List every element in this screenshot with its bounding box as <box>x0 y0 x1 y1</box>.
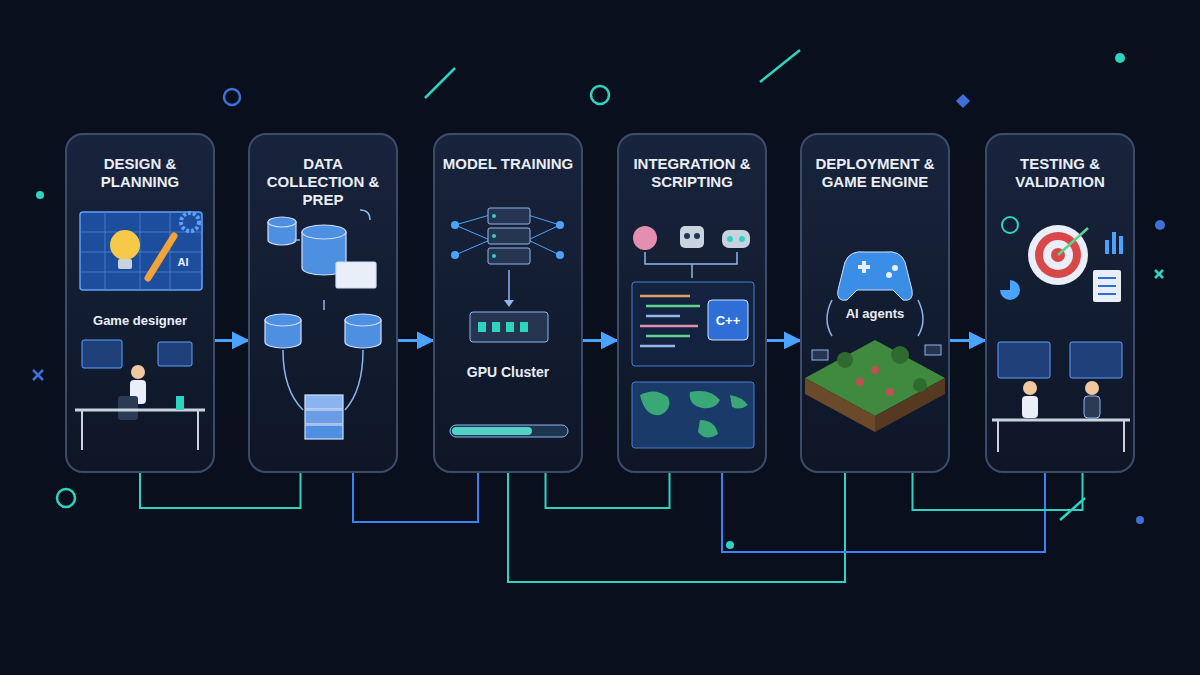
flow-arrow <box>583 339 617 342</box>
picture-label: AI agents <box>846 306 905 321</box>
flow-arrow <box>767 339 800 342</box>
training-illustration <box>450 208 568 437</box>
feedback-line <box>546 473 670 508</box>
deployment-illustration <box>805 252 945 432</box>
picture-label: Game designer <box>93 313 187 328</box>
stage-panel: TESTING & VALIDATION <box>985 133 1135 473</box>
feedback-line <box>913 473 1083 510</box>
decor <box>33 50 1165 549</box>
stage-panel: DEPLOYMENT & GAME ENGINE <box>800 133 950 473</box>
panel-heading: TESTING & VALIDATION <box>993 155 1127 191</box>
planning-illustration <box>75 212 205 450</box>
feedback-line <box>508 473 845 582</box>
stage-panel: DATA COLLECTION & PREP <box>248 133 398 473</box>
stage-panel: MODEL TRAINING <box>433 133 583 473</box>
picture-label: C++ <box>716 313 741 328</box>
data-flow-arrows <box>283 210 370 410</box>
panel-heading: INTEGRATION & SCRIPTING <box>625 155 759 191</box>
panel-heading: DESIGN & PLANNING <box>73 155 207 191</box>
flow-arrow <box>398 339 433 342</box>
flow-arrow <box>215 339 248 342</box>
feedback-line <box>722 473 1045 552</box>
stage-panel: INTEGRATION & SCRIPTING <box>617 133 767 473</box>
database-illustration <box>265 217 381 439</box>
flow-arrow <box>950 339 985 342</box>
testing-illustration <box>992 217 1130 452</box>
panel-heading: DATA COLLECTION & PREP <box>256 155 390 209</box>
panel-ground <box>65 133 1135 473</box>
picture-label: AI <box>178 256 189 268</box>
panel-heading: DEPLOYMENT & GAME ENGINE <box>808 155 942 191</box>
feedback-line <box>353 473 478 522</box>
stage-panel: DESIGN & PLANNING <box>65 133 215 473</box>
integration-illustration <box>632 226 754 448</box>
panel-heading: MODEL TRAINING <box>441 155 575 173</box>
picture-label: GPU Cluster <box>467 364 549 380</box>
feedback-line <box>140 473 301 508</box>
